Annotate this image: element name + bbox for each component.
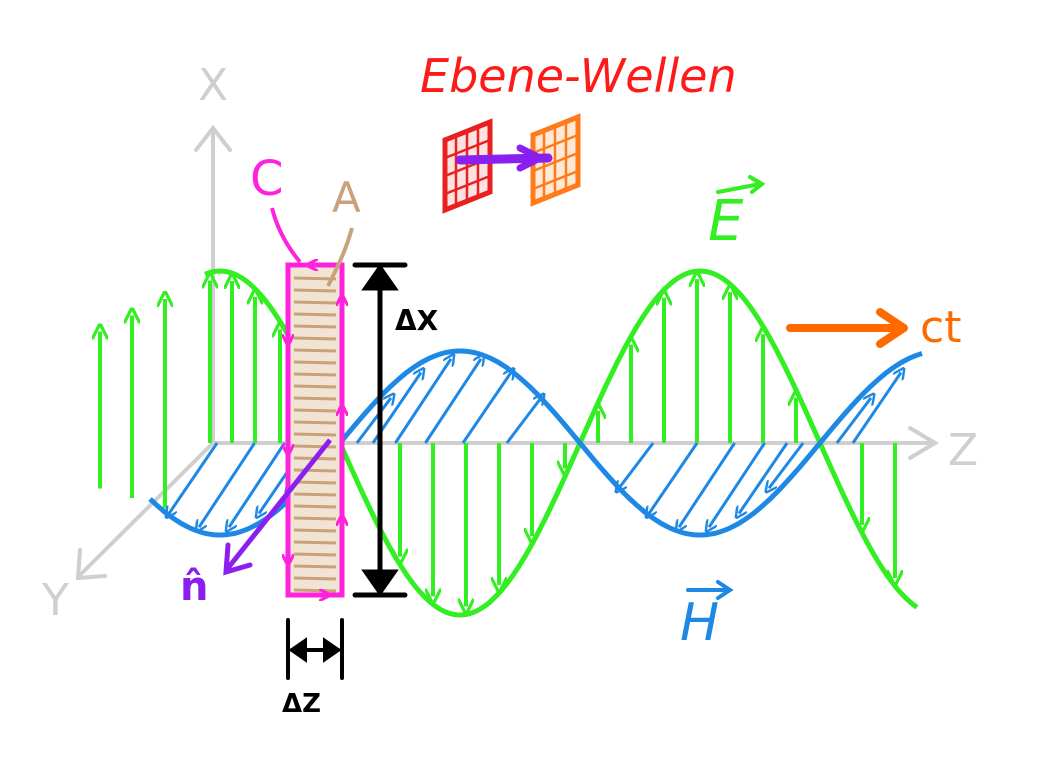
h-field-arrow (739, 442, 789, 513)
h-field-arrow (851, 373, 901, 444)
area-hatch-line (293, 324, 337, 329)
h-field-vector-arrow (686, 580, 734, 600)
z-axis-arrowhead (908, 426, 939, 460)
area-hatch-line (293, 408, 337, 413)
axes-group (75, 124, 939, 581)
h-field-arrow (169, 442, 219, 513)
area-hatch-line (293, 372, 337, 377)
contour-label: C (250, 151, 284, 207)
area-hatch-line (293, 552, 337, 557)
h-field-arrow (505, 398, 541, 444)
area-hatch-line (293, 336, 337, 341)
area-hatch-line (293, 384, 337, 389)
area-hatch-line (293, 468, 337, 473)
area-hatch-line (293, 288, 337, 293)
area-hatch-line (293, 480, 337, 485)
h-field-arrow (229, 442, 286, 527)
area-hatch-line (293, 432, 337, 437)
normal-label: n̂ (180, 564, 208, 610)
h-field-arrow (355, 398, 391, 444)
area-hatch-line (293, 504, 337, 509)
y-axis-arrowhead (75, 548, 107, 581)
x-axis-label: X (198, 60, 228, 111)
propagation-label: ct (920, 302, 961, 353)
area-hatch-line (293, 444, 337, 449)
area-hatch-line (293, 420, 337, 425)
h-field-arrow (461, 373, 511, 444)
contour-pointer (270, 207, 302, 264)
propagation-arrowhead (876, 308, 908, 348)
area-hatch-line (293, 360, 337, 365)
normal-vector-arrowhead (223, 542, 253, 576)
wavefront-planes-icon (442, 113, 581, 214)
area-hatch-line (293, 588, 337, 593)
contour-direction-arrows (288, 265, 342, 595)
area-hatch-line (293, 300, 337, 305)
h-field-arrow (769, 442, 805, 488)
height-dimension (352, 262, 408, 598)
width-dimension (286, 618, 344, 680)
area-hatch-line (293, 348, 337, 353)
h-field-arrow (679, 442, 736, 527)
h-field-vectors (169, 359, 901, 527)
x-axis-arrowhead (194, 124, 232, 152)
area-hatch-line (293, 516, 337, 521)
area-hatch-line (293, 576, 337, 581)
y-axis (78, 441, 215, 577)
e-field-vectors (100, 279, 895, 606)
area-hatch-line (293, 276, 337, 281)
e-field-vector-arrow (716, 175, 766, 194)
diagram-title: Ebene-Wellen (420, 49, 737, 103)
area-hatch-line (293, 528, 337, 533)
area-strip (288, 265, 342, 595)
h-field-label: H (680, 593, 719, 653)
normal-vector (226, 438, 332, 570)
height-label: ΔX (395, 304, 439, 337)
area-pointer (326, 227, 354, 287)
area-hatch-line (293, 492, 337, 497)
h-field-arrow (424, 359, 481, 444)
y-axis-label: Y (41, 575, 69, 626)
h-field-arrow (649, 442, 699, 513)
h-field-arrow (199, 442, 256, 527)
area-hatch-line (293, 396, 337, 401)
area-fill (288, 265, 342, 595)
h-field-arrow (835, 398, 871, 444)
area-label: A (332, 173, 361, 222)
h-field-arrow (619, 442, 655, 488)
z-axis-label: Z (948, 425, 978, 476)
e-field-label: E (708, 189, 744, 254)
h-field-arrow (709, 442, 766, 527)
width-label: ΔZ (282, 689, 321, 719)
area-hatch-line (293, 312, 337, 317)
h-field-arrow (394, 359, 451, 444)
h-field-wave (148, 348, 923, 538)
area-hatch-line (293, 540, 337, 545)
area-hatch-line (293, 564, 337, 569)
